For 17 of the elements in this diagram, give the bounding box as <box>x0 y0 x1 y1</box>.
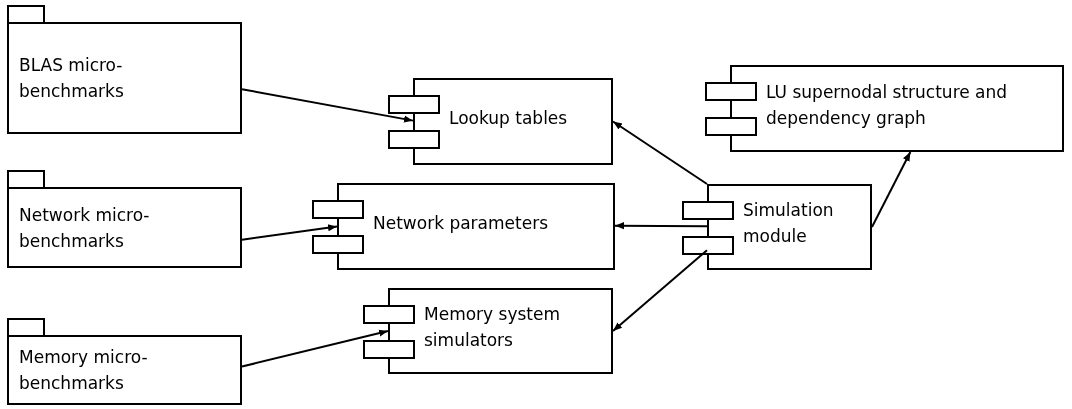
arrow <box>241 224 338 241</box>
arrow <box>241 88 414 123</box>
node-label: Network micro-benchmarks <box>19 203 151 253</box>
package-box <box>7 22 242 134</box>
arrow <box>871 151 912 228</box>
arrow <box>241 329 389 368</box>
node-label: Simulation module <box>743 199 835 248</box>
node-label: BLAS micro-benchmarks <box>19 54 125 103</box>
node-label: Memory micro-benchmarks <box>19 346 149 395</box>
package-box <box>7 187 242 268</box>
node-label: Memory system simulators <box>424 303 561 352</box>
node-label: Network parameters <box>373 211 548 235</box>
package-box <box>7 335 242 405</box>
arrow <box>614 222 708 230</box>
arrow <box>612 120 708 185</box>
node-label: LU supernodal structure and dependency graph <box>766 80 1009 130</box>
node-label: Lookup tables <box>449 106 568 130</box>
